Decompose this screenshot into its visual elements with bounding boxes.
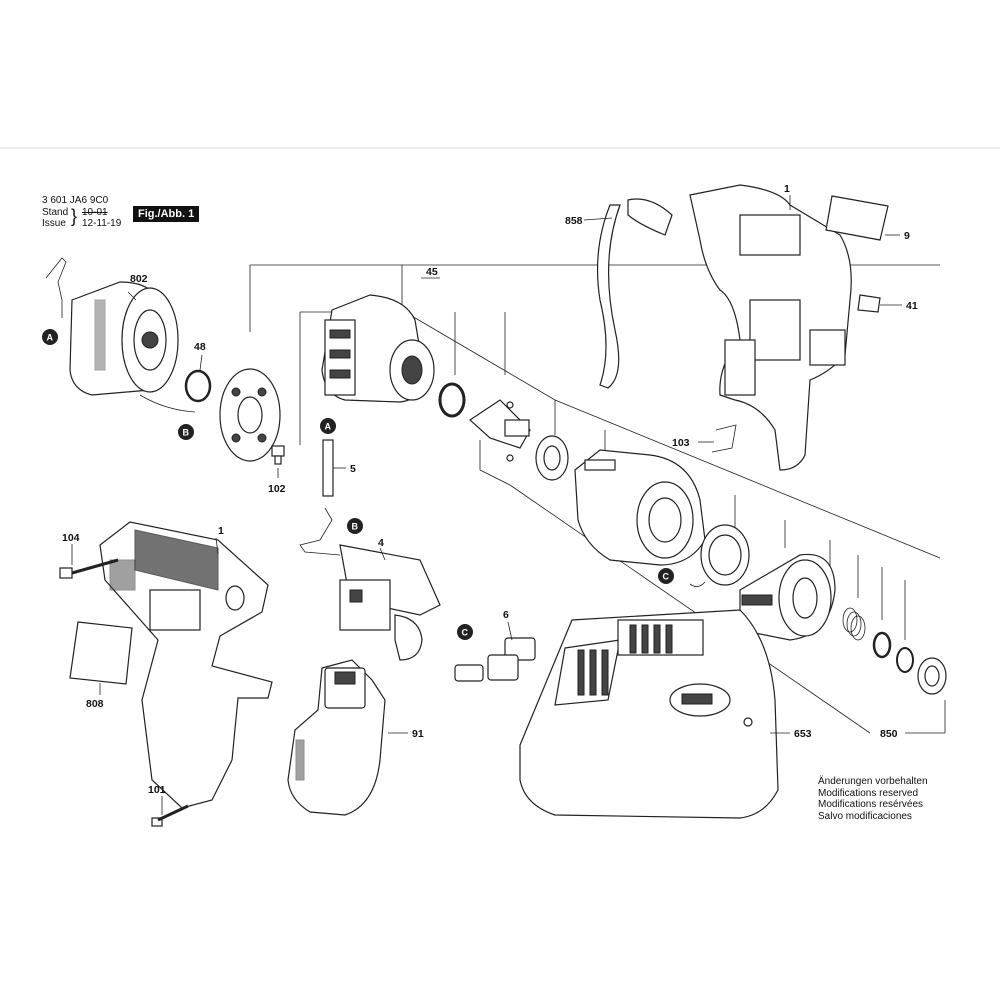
motor-802 (45, 257, 196, 413)
nose-cone (739, 553, 836, 641)
label-850: 850 (880, 728, 898, 740)
callout-a-left: A (42, 329, 58, 345)
note-de: Änderungen vorbehalten (818, 776, 928, 787)
callout-b-left: B (178, 424, 194, 440)
callout-b-switch: B (347, 518, 363, 534)
label-6: 6 (503, 609, 509, 621)
svg-text:B: B (352, 522, 359, 532)
oring-48 (184, 369, 212, 403)
battery-91 (287, 659, 386, 816)
note-es: Salvo modificaciones (818, 810, 912, 822)
label-91: 91 (412, 728, 424, 740)
note-fr: Modifications resérvées (818, 799, 924, 810)
callout-c-switch: C (457, 624, 473, 640)
label-48: 48 (194, 341, 206, 353)
housing-shell-upper (689, 184, 852, 471)
screw-101 (151, 804, 189, 827)
plate-41 (857, 294, 881, 313)
svg-text:C: C (663, 572, 670, 582)
spindle (469, 399, 531, 462)
label-41: 41 (906, 300, 918, 312)
clip (896, 647, 914, 673)
old-date: 10-01 (82, 207, 108, 218)
label-9: 9 (904, 230, 910, 242)
label-45: 45 (426, 266, 438, 278)
notes-block: Änderungen vorbehalten Modifications res… (818, 776, 928, 822)
screw-104 (59, 558, 119, 579)
screw-102 (271, 445, 285, 465)
svg-text:B: B (183, 428, 190, 438)
label-5: 5 (350, 463, 356, 475)
label-card-9 (825, 195, 889, 241)
motor-plate (219, 368, 281, 462)
issue-label: Issue (42, 218, 66, 229)
label-card-808 (69, 621, 133, 685)
slider-6 (454, 637, 536, 682)
hook-103 (711, 424, 737, 453)
callout-c-ring: C (658, 568, 674, 584)
figure-label: Fig./Abb. 1 (133, 206, 200, 222)
washer (872, 631, 892, 659)
retaining-ring (689, 524, 750, 587)
spring (842, 607, 866, 641)
housing-shell-lower (99, 521, 273, 809)
pin-5 (322, 439, 334, 497)
strap-clip (627, 198, 673, 236)
switch-4 (299, 507, 441, 661)
svg-text:A: A (47, 333, 54, 343)
note-en: Modifications reserved (818, 787, 919, 799)
label-1-lower: 1 (218, 525, 224, 537)
issue-date: 12-11-19 (82, 218, 122, 229)
label-104: 104 (62, 532, 80, 544)
strap-858 (596, 204, 621, 389)
svg-text:A: A (325, 422, 332, 432)
ring-small (438, 382, 466, 418)
label-102: 102 (268, 483, 286, 495)
label-858: 858 (565, 215, 583, 227)
hammer-housing (574, 449, 706, 566)
label-103: 103 (672, 437, 690, 449)
gearbox-housing (321, 294, 435, 403)
brace: } (71, 206, 78, 226)
charger-653 (519, 609, 779, 819)
label-1-upper: 1 (784, 183, 790, 195)
label-802: 802 (130, 273, 148, 285)
label-101: 101 (148, 784, 166, 796)
label-4: 4 (378, 537, 384, 549)
part-number: 3 601 JA6 9C0 (42, 195, 109, 206)
label-808: 808 (86, 698, 104, 710)
callout-a-pin: A (320, 418, 336, 434)
stand-label: Stand (42, 207, 69, 218)
svg-text:C: C (462, 628, 469, 638)
label-653: 653 (794, 728, 812, 740)
